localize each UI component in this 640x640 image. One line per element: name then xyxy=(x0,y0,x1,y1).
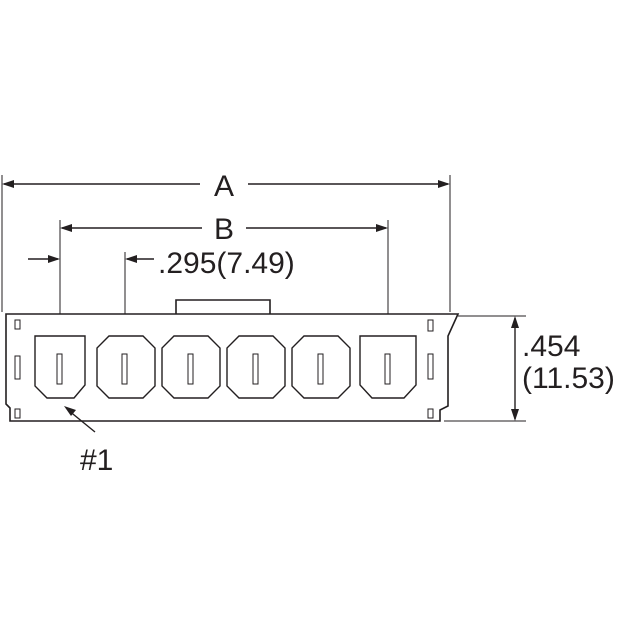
pitch-dimension: .295(7.49) xyxy=(28,247,295,382)
height-inch-label: .454 xyxy=(522,330,580,363)
pin-one-callout: #1 xyxy=(64,406,113,477)
pin-cavity-5 xyxy=(291,335,351,399)
pin-cavity-3 xyxy=(161,335,221,399)
pin-cavity-6 xyxy=(359,335,417,399)
height-dimension: .454 (11.53) xyxy=(444,315,615,422)
pin-cavity-2 xyxy=(96,335,156,399)
connector-body xyxy=(5,299,460,422)
pin-one-label: #1 xyxy=(80,444,113,477)
dimension-a: A xyxy=(1,170,451,312)
pin-cavity-4 xyxy=(226,335,286,399)
dimension-a-label: A xyxy=(214,170,234,203)
pitch-label: .295(7.49) xyxy=(158,247,295,280)
dimension-b-label: B xyxy=(214,213,234,246)
height-mm-label: (11.53) xyxy=(522,362,615,395)
pin-cavity-1 xyxy=(34,335,86,399)
pin-cavities xyxy=(34,335,417,399)
